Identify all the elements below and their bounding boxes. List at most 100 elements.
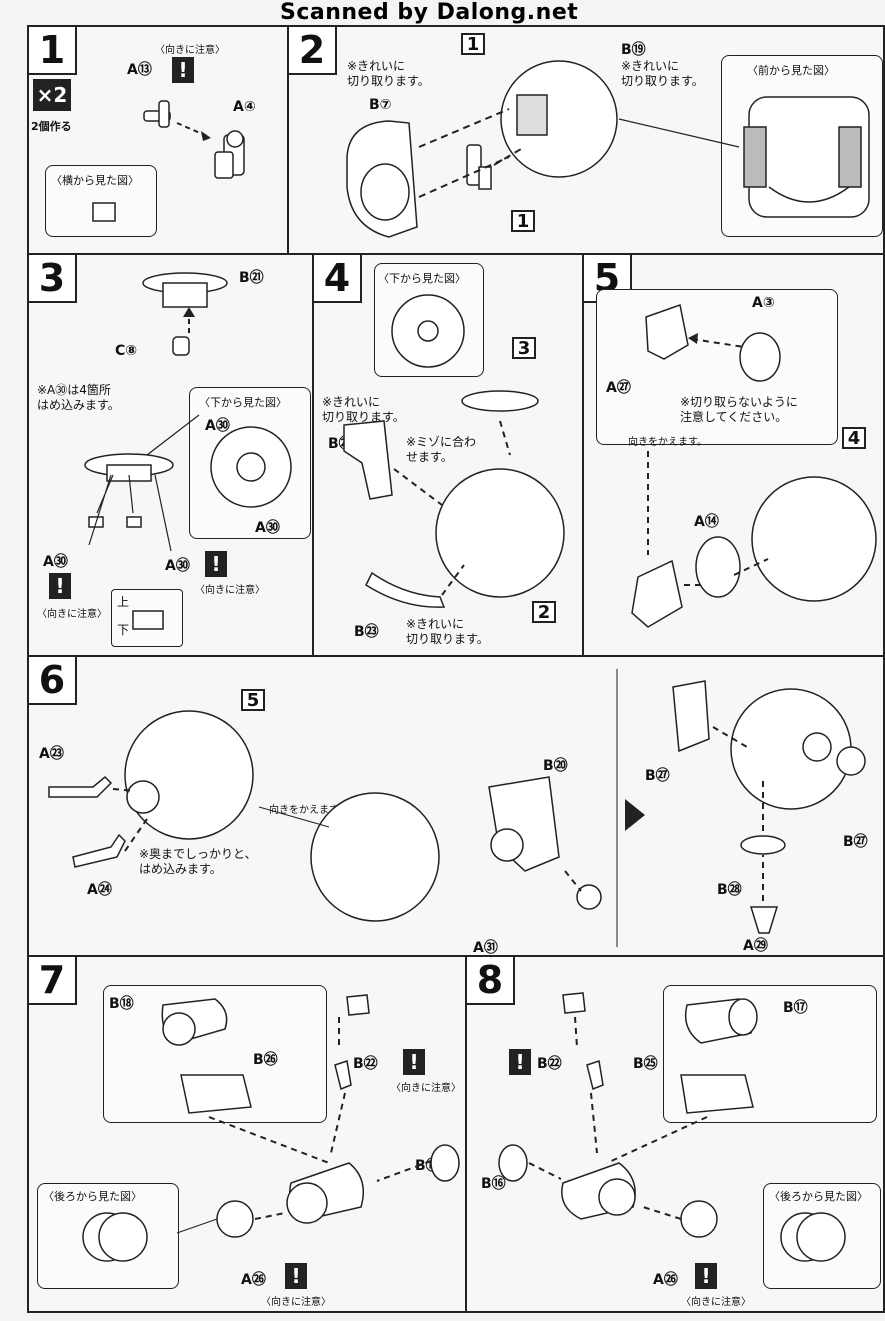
push-in-note-text: ※奥までしっかりと、 はめ込みます。 bbox=[139, 847, 257, 876]
step-7-parts-drawing bbox=[82, 994, 460, 1262]
part-a23-label: A㉓ bbox=[39, 746, 64, 762]
four-places-note: ※A㉚は4箇所 はめ込みます。 bbox=[37, 383, 120, 413]
ref-step-1-bottom: 1 bbox=[511, 210, 535, 232]
part-b28-label: B㉘ bbox=[717, 882, 742, 898]
step-6-parts-drawing bbox=[48, 669, 866, 947]
part-a29-label: A㉙ bbox=[743, 938, 768, 954]
part-b27-label-top: B㉗ bbox=[645, 768, 670, 784]
ref-step-3: 3 bbox=[512, 337, 536, 359]
part-a3-label: A③ bbox=[752, 295, 775, 311]
quantity-badge: ×2 bbox=[33, 79, 71, 111]
step-number: 4 bbox=[314, 255, 362, 303]
no-cut-note-text: ※切り取らないように 注意してください。 bbox=[680, 395, 798, 424]
part-b16-label: B⑯ bbox=[481, 1176, 506, 1192]
part-b26-label: B㉖ bbox=[253, 1052, 278, 1068]
part-a26-label: A㉖ bbox=[241, 1272, 266, 1288]
part-a31-label: A㉛ bbox=[473, 940, 498, 956]
clean-cut-note-text: ※きれいに 切り取ります。 bbox=[347, 59, 430, 88]
down-label: 下 bbox=[117, 623, 130, 637]
step-6-panel: 6 5 A㉓ A㉔ ※奥までしっかりと、 はめ込みます。 向きをかえます。 B⑳… bbox=[27, 655, 885, 957]
part-a13-label: A⑬ bbox=[127, 62, 152, 78]
bottom-view-label: 〈下から見た図〉 bbox=[378, 272, 466, 285]
clean-cut-note-text: ※きれいに 切り取ります。 bbox=[621, 59, 704, 88]
part-a26-label: A㉖ bbox=[653, 1272, 678, 1288]
rear-view-label: 〈後ろから見た図〉 bbox=[43, 1190, 142, 1203]
step-number: 3 bbox=[29, 255, 77, 303]
part-a27-label: A㉗ bbox=[606, 380, 631, 396]
part-b20-label: B⑳ bbox=[543, 758, 568, 774]
caution-label-top: 〈向きに注意〉 bbox=[391, 1083, 461, 1094]
step-3-panel: 3 B㉑ C⑧ ※A㉚は4箇所 はめ込みます。 〈下から見た図〉 A㉚ A㉚ A… bbox=[27, 253, 314, 657]
step-number: 7 bbox=[29, 957, 77, 1005]
step-8-parts-drawing bbox=[498, 992, 846, 1262]
caution-label-bottom: 〈向きに注意〉 bbox=[261, 1297, 331, 1308]
clean-cut-note-bottom: ※きれいに 切り取ります。 bbox=[406, 617, 489, 647]
step-2-parts-drawing bbox=[346, 60, 870, 238]
ref-step-4: 4 bbox=[842, 427, 866, 449]
next-arrow bbox=[625, 799, 645, 831]
turn-around-label: 向きをかえます。 bbox=[628, 437, 707, 448]
no-cut-note: ※切り取らないように 注意してください。 bbox=[680, 395, 798, 425]
front-view-label: 〈前から見た図〉 bbox=[747, 64, 835, 77]
caution-label-right: 〈向きに注意〉 bbox=[195, 585, 265, 596]
part-a30-label-inset-bottom: A㉚ bbox=[255, 520, 280, 536]
step-number: 2 bbox=[289, 27, 337, 75]
step-number: 8 bbox=[467, 957, 515, 1005]
clean-cut-note-left: ※きれいに 切り取ります。 bbox=[347, 59, 430, 89]
groove-note: ※ミゾに合わ せます。 bbox=[406, 435, 476, 465]
watermark: Scanned by Dalong.net bbox=[280, 0, 579, 25]
part-b22-label: B㉒ bbox=[537, 1056, 562, 1072]
step-1-parts-drawing bbox=[92, 100, 245, 222]
step-7-panel: 7 B⑱ B㉖ B㉒ ! 〈向きに注意〉 B⑯ 〈後ろから見た図〉 A㉖ ! 〈… bbox=[27, 955, 467, 1313]
step-8-panel: 8 B⑰ ! B㉒ B㉕ B⑯ 〈後ろから見た図〉 A㉖ ! 〈向きに注意〉 bbox=[465, 955, 885, 1313]
caution-icon-top: ! bbox=[403, 1049, 425, 1075]
part-c8-label: C⑧ bbox=[115, 343, 138, 359]
ref-step-5: 5 bbox=[241, 689, 265, 711]
caution-label-left: 〈向きに注意〉 bbox=[37, 609, 107, 620]
caution-icon-right: ! bbox=[205, 551, 227, 577]
clean-cut-note-text: ※きれいに 切り取ります。 bbox=[406, 617, 489, 646]
part-b19-label: B⑲ bbox=[621, 42, 646, 58]
make-two-label: 2個作る bbox=[31, 120, 72, 133]
step-3-parts-drawing bbox=[84, 272, 292, 630]
part-b22-label: B㉒ bbox=[353, 1056, 378, 1072]
caution-label: 〈向きに注意〉 bbox=[155, 45, 225, 56]
part-b25-label: B㉕ bbox=[633, 1056, 658, 1072]
caution-icon-bottom: ! bbox=[695, 1263, 717, 1289]
side-view-label: 〈横から見た図〉 bbox=[51, 174, 139, 187]
four-places-note-text: ※A㉚は4箇所 はめ込みます。 bbox=[37, 383, 120, 412]
groove-note-text: ※ミゾに合わ せます。 bbox=[406, 435, 477, 464]
part-b23-label: B㉓ bbox=[354, 624, 379, 640]
detail-inset bbox=[596, 289, 838, 445]
side-view-inset bbox=[45, 165, 157, 237]
caution-icon-left: ! bbox=[49, 573, 71, 599]
clean-cut-note-right: ※きれいに 切り取ります。 bbox=[621, 59, 704, 89]
caution-icon-bottom: ! bbox=[285, 1263, 307, 1289]
part-b27-label-right: B㉗ bbox=[843, 834, 868, 850]
part-b18-label: B⑱ bbox=[109, 996, 134, 1012]
turn-around-label: 向きをかえます。 bbox=[269, 805, 348, 816]
step-4-parts-drawing bbox=[343, 294, 565, 608]
step-number: 6 bbox=[29, 657, 77, 705]
up-label: 上 bbox=[117, 595, 130, 609]
part-a30-label-left: A㉚ bbox=[43, 554, 68, 570]
step-5-parts-drawing bbox=[631, 304, 877, 628]
part-a4-label: A④ bbox=[233, 99, 256, 115]
step-5-panel: 5 A③ A㉗ ※切り取らないように 注意してください。 向きをかえます。 4 … bbox=[582, 253, 885, 657]
push-in-note: ※奥までしっかりと、 はめ込みます。 bbox=[139, 847, 257, 877]
part-a30-label-right: A㉚ bbox=[165, 558, 190, 574]
caution-label-bottom: 〈向きに注意〉 bbox=[681, 1297, 751, 1308]
caution-icon: ! bbox=[172, 57, 194, 83]
bottom-view-label: 〈下から見た図〉 bbox=[199, 396, 287, 409]
ref-step-1-top: 1 bbox=[461, 33, 485, 55]
part-b7-label: B⑦ bbox=[369, 97, 392, 113]
step-2-panel: 2 1 1 ※きれいに 切り取ります。 B⑦ B⑲ ※きれいに 切り取ります。 … bbox=[287, 25, 885, 255]
part-b17-label: B⑰ bbox=[783, 1000, 808, 1016]
part-a30-label-inset-top: A㉚ bbox=[205, 418, 230, 434]
rear-view-label: 〈後ろから見た図〉 bbox=[769, 1190, 868, 1203]
step-number: 1 bbox=[29, 27, 77, 75]
caution-icon-top: ! bbox=[509, 1049, 531, 1075]
part-a24-label: A㉔ bbox=[87, 882, 112, 898]
step-4-panel: 4 〈下から見た図〉 3 ※きれいに 切り取ります。 B㉔ ※ミゾに合わ せます… bbox=[312, 253, 584, 657]
part-a14-label: A⑭ bbox=[694, 514, 719, 530]
